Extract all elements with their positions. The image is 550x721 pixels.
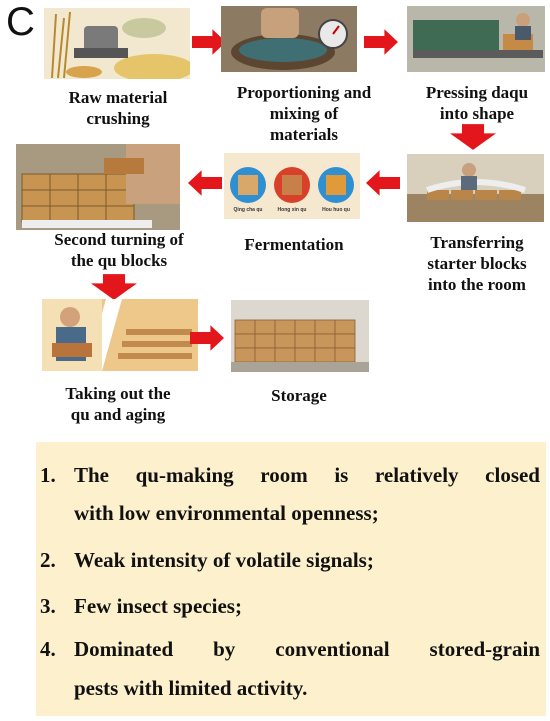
caption-storage: Storage [228, 385, 370, 406]
fermentation-sublabel: Qing cha qu [233, 207, 263, 213]
caption-line: Raw material [68, 88, 168, 107]
note-text: Weak intensity of volatile signals; [74, 548, 374, 572]
transferring-image [407, 154, 544, 222]
caption-line: Fermentation [244, 235, 344, 254]
note-text: Few insect species; [74, 594, 242, 618]
second-turning-image [16, 144, 180, 230]
caption-ferment: Fermentation [222, 234, 366, 255]
arrow-press-to-transfer [450, 124, 496, 150]
caption-line: materials [270, 125, 338, 144]
aging-image [42, 299, 198, 371]
caption-line: Transferring [430, 233, 524, 252]
fermentation-sublabel: Hong xin qu [277, 207, 307, 213]
note-text: Dominated by conventional stored-grain [74, 637, 540, 661]
note-number: 3. [40, 594, 56, 618]
storage-image [231, 300, 369, 372]
note-number: 2. [40, 548, 56, 572]
caption-line: into shape [439, 104, 515, 123]
caption-line: Pressing daqu [425, 83, 529, 102]
arrow-ferment-to-turn [188, 168, 222, 198]
caption-line: crushing [86, 109, 150, 128]
caption-line: Taking out the [65, 384, 171, 403]
fermentation-sublabel: Hou huo qu [322, 207, 350, 213]
caption-line: starter blocks [427, 254, 527, 273]
note-text: with low environmental openness; [74, 501, 379, 525]
caption-transfer: Transferring starter blocks into the roo… [404, 232, 550, 295]
note-item-3: 3. Few insect species; [40, 587, 540, 625]
arrow-aging-to-storage [190, 323, 224, 353]
panel-label: C [6, 0, 35, 44]
pressing-image [407, 6, 545, 72]
notes-box: 1. The qu-making room is relatively clos… [36, 442, 546, 716]
caption-raw: Raw material crushing [38, 87, 198, 129]
caption-line: into the room [428, 275, 526, 294]
caption-line: qu and aging [70, 405, 166, 424]
caption-turn: Second turning of the qu blocks [36, 229, 202, 271]
note-item-1-continued: with low environmental openness; [74, 494, 540, 532]
note-text: The qu-making room is relatively closed [74, 463, 540, 487]
caption-aging: Taking out the qu and aging [38, 383, 198, 425]
caption-press: Pressing daqu into shape [404, 82, 550, 124]
arrow-transfer-to-ferment [366, 168, 400, 198]
note-item-4-continued: pests with limited activity. [74, 669, 540, 707]
mixing-image [221, 6, 357, 72]
caption-line: Storage [271, 386, 327, 405]
note-item-2: 2. Weak intensity of volatile signals; [40, 541, 540, 579]
raw-material-crushing-image [44, 8, 190, 79]
note-item-1: 1. The qu-making room is relatively clos… [40, 456, 540, 494]
note-number: 4. [40, 637, 56, 661]
note-item-4: 4. Dominated by conventional stored-grai… [40, 630, 540, 668]
caption-mix: Proportioning and mixing of materials [219, 82, 389, 145]
fermentation-image: Qing cha qu Hong xin qu Hou huo qu [224, 153, 360, 219]
caption-line: mixing of [269, 104, 339, 123]
note-text: pests with limited activity. [74, 676, 308, 700]
arrow-mix-to-press [364, 27, 398, 57]
arrow-turn-to-aging [91, 274, 137, 300]
caption-line: Second turning of [54, 230, 184, 249]
caption-line: Proportioning and [236, 83, 372, 102]
note-number: 1. [40, 463, 56, 487]
caption-line: the qu blocks [70, 251, 168, 270]
